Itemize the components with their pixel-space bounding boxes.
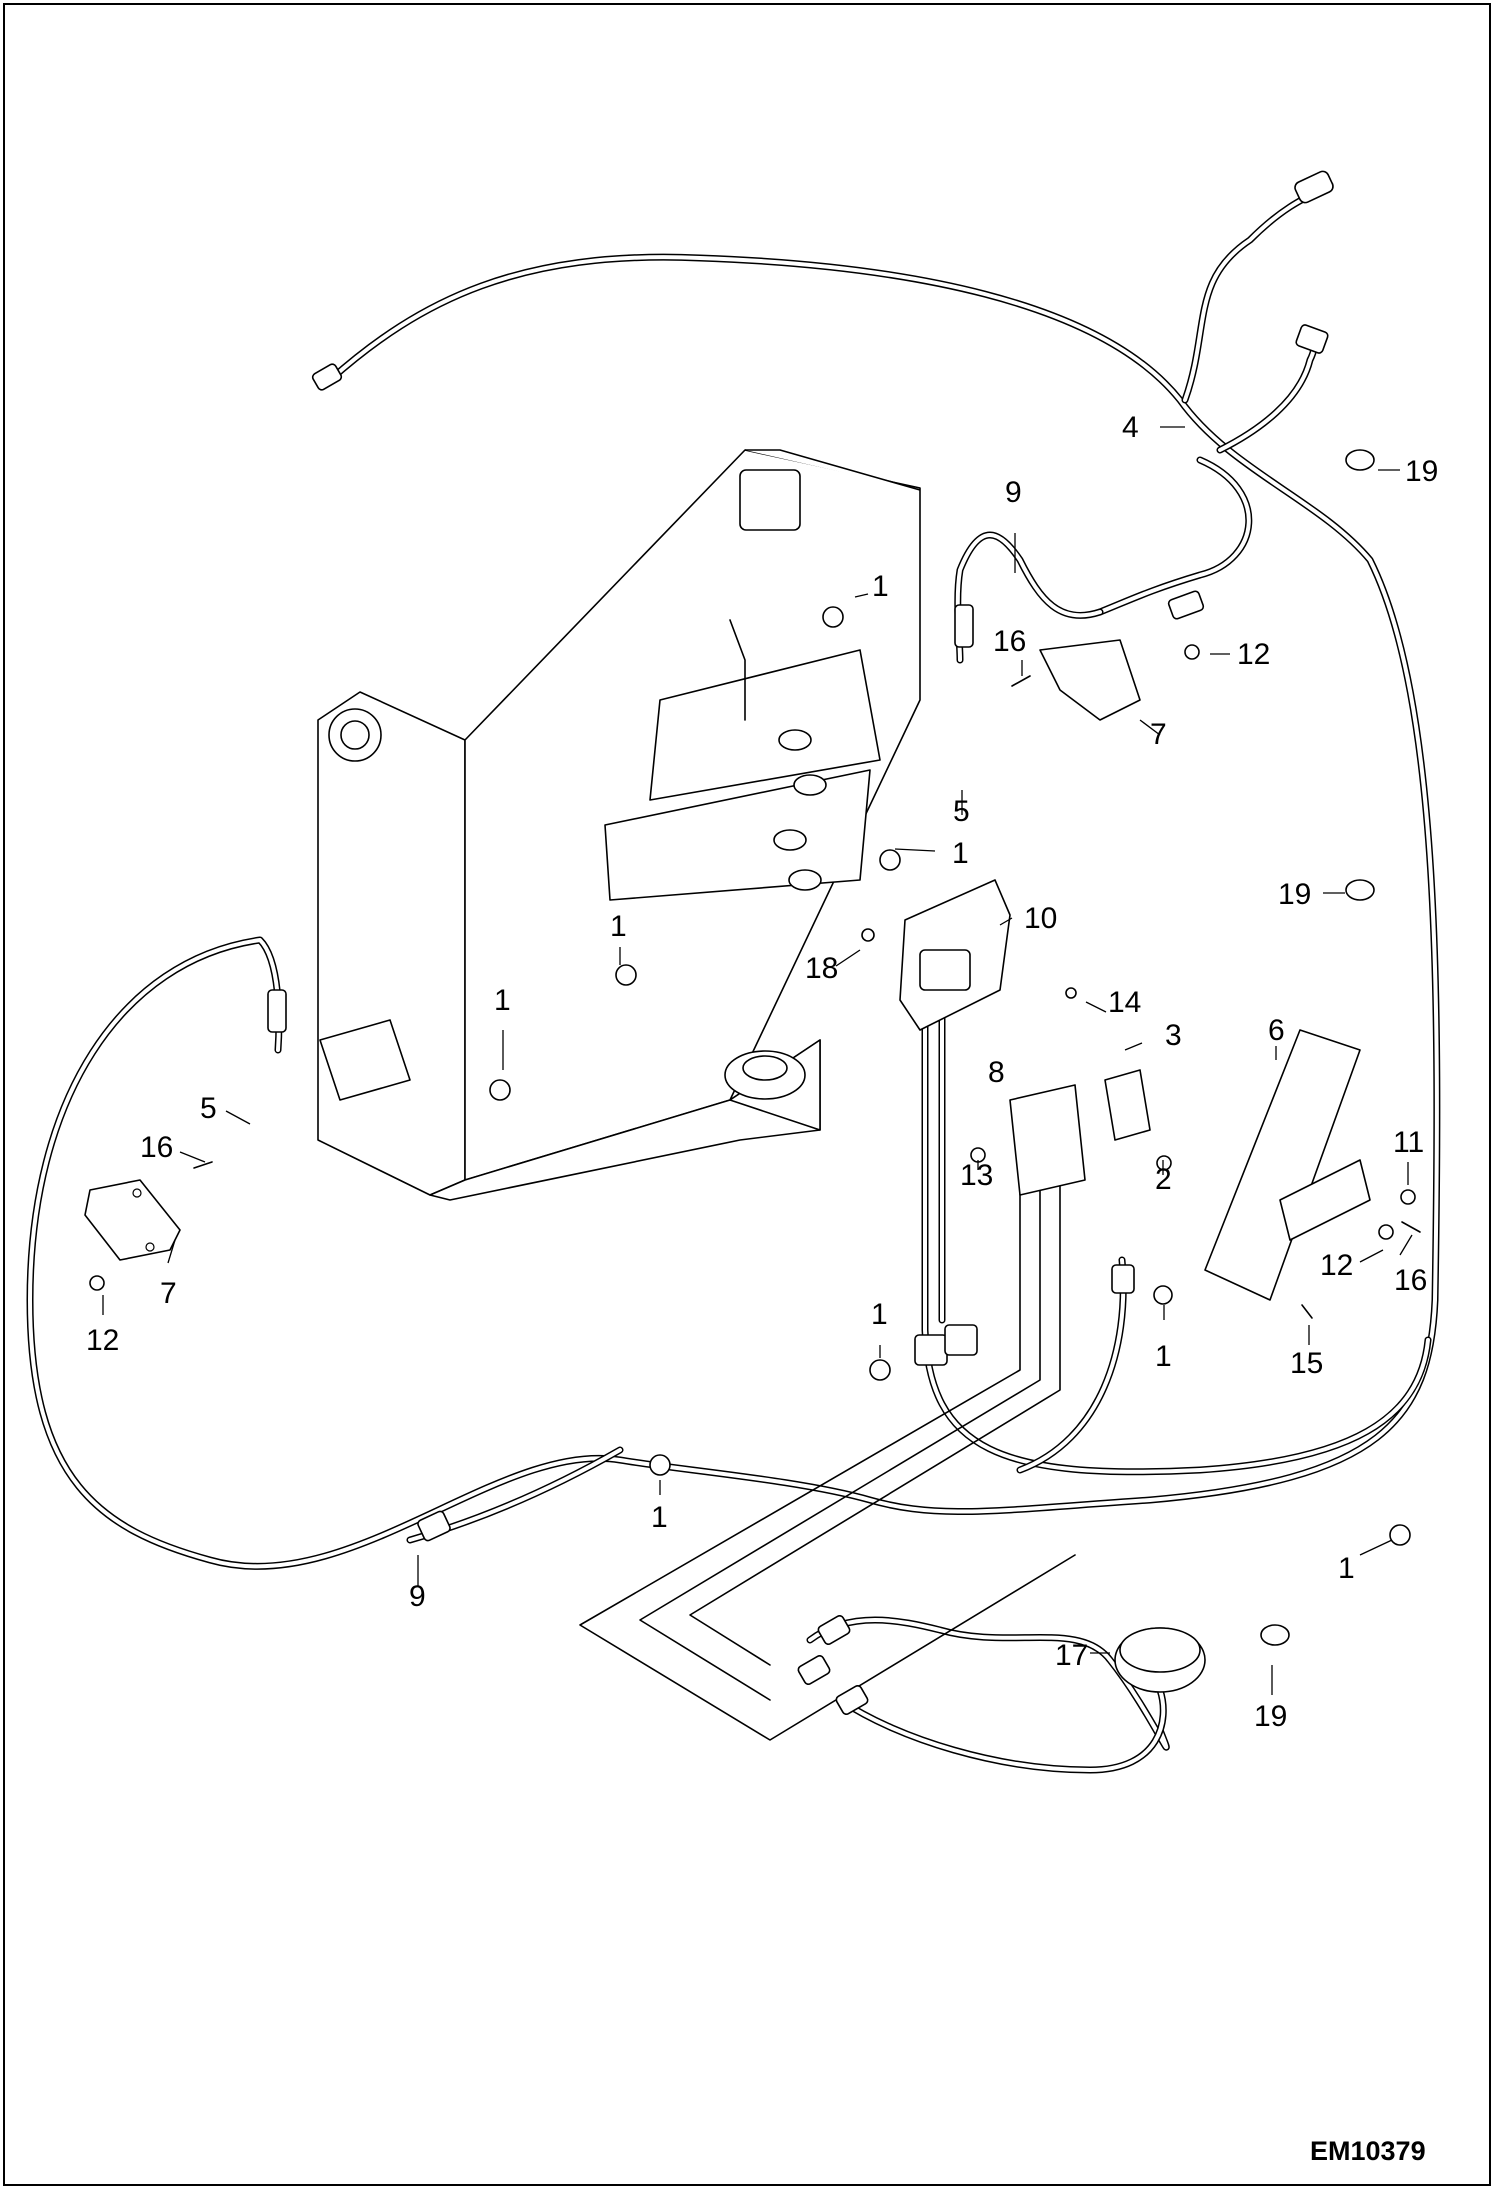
callout-19: 19 [1405,455,1438,488]
callout-19: 19 [1278,878,1311,911]
clip-1 [879,849,901,871]
callout-1: 1 [610,910,627,943]
plate-6 [1204,1029,1371,1301]
switch-bracket-10 [899,879,1011,1031]
callout-18: 18 [805,952,838,985]
callout-11: 11 [1393,1126,1424,1159]
connectors [267,170,1334,1715]
callout-5: 5 [200,1092,217,1125]
leader-lines [102,426,1413,1695]
callout-5: 5 [953,795,970,828]
callout-1: 1 [1338,1552,1355,1585]
callout-7: 7 [160,1277,177,1310]
callout-12: 12 [86,1324,119,1357]
drawing-code: EM10379 [1310,2136,1426,2166]
clip-1 [1153,1285,1173,1305]
clamp-19 [1345,879,1375,901]
callout-8: 8 [988,1056,1005,1089]
clip-1 [489,1079,511,1101]
callout-14: 14 [1108,986,1141,1019]
callout-1: 1 [952,837,969,870]
callout-16: 16 [140,1131,173,1164]
bracket-plate-upper [649,649,881,801]
connector-housing-8 [1009,1084,1086,1196]
clip-1 [869,1359,891,1381]
bracket-plate-lower [604,769,871,901]
callout-1: 1 [494,984,511,1017]
callout-12: 12 [1237,638,1270,671]
callout-19: 19 [1254,1700,1287,1733]
bracket-7-upper [1039,639,1141,721]
clip-1 [649,1454,671,1476]
callout-16: 16 [1394,1264,1427,1297]
harness-routing-lines [579,1149,1076,1741]
frame-handle [739,469,801,531]
bracket-7-lower [84,1179,181,1261]
callout-10: 10 [1024,902,1057,935]
callout-1: 1 [872,570,889,603]
callout-1: 1 [651,1501,668,1534]
callout-labels: 1 1 1 1 1 1 1 1 2 3 4 5 5 6 7 7 8 9 9 10… [86,411,1438,1733]
callout-1: 1 [1155,1340,1172,1373]
mounting-frame [317,449,921,1201]
callout-6: 6 [1268,1014,1285,1047]
clamp-19 [1345,449,1375,471]
beacon-light-17 [1114,1627,1206,1693]
callout-2: 2 [1155,1163,1172,1196]
clip-1 [1389,1524,1411,1546]
callout-9: 9 [409,1580,426,1613]
callout-7: 7 [1150,718,1167,751]
callout-9: 9 [1005,476,1022,509]
bracket-3 [1104,1069,1151,1141]
callout-15: 15 [1290,1347,1323,1380]
callout-4: 4 [1122,411,1139,444]
clamp-19 [1260,1624,1290,1646]
hardware [89,449,1421,1646]
callout-16: 16 [993,625,1026,658]
clip-1 [615,964,637,986]
callout-17: 17 [1055,1639,1088,1672]
callout-13: 13 [960,1159,993,1192]
callout-1: 1 [871,1298,888,1331]
clip-1 [822,606,844,628]
callout-12: 12 [1320,1249,1353,1282]
callout-3: 3 [1165,1019,1182,1052]
